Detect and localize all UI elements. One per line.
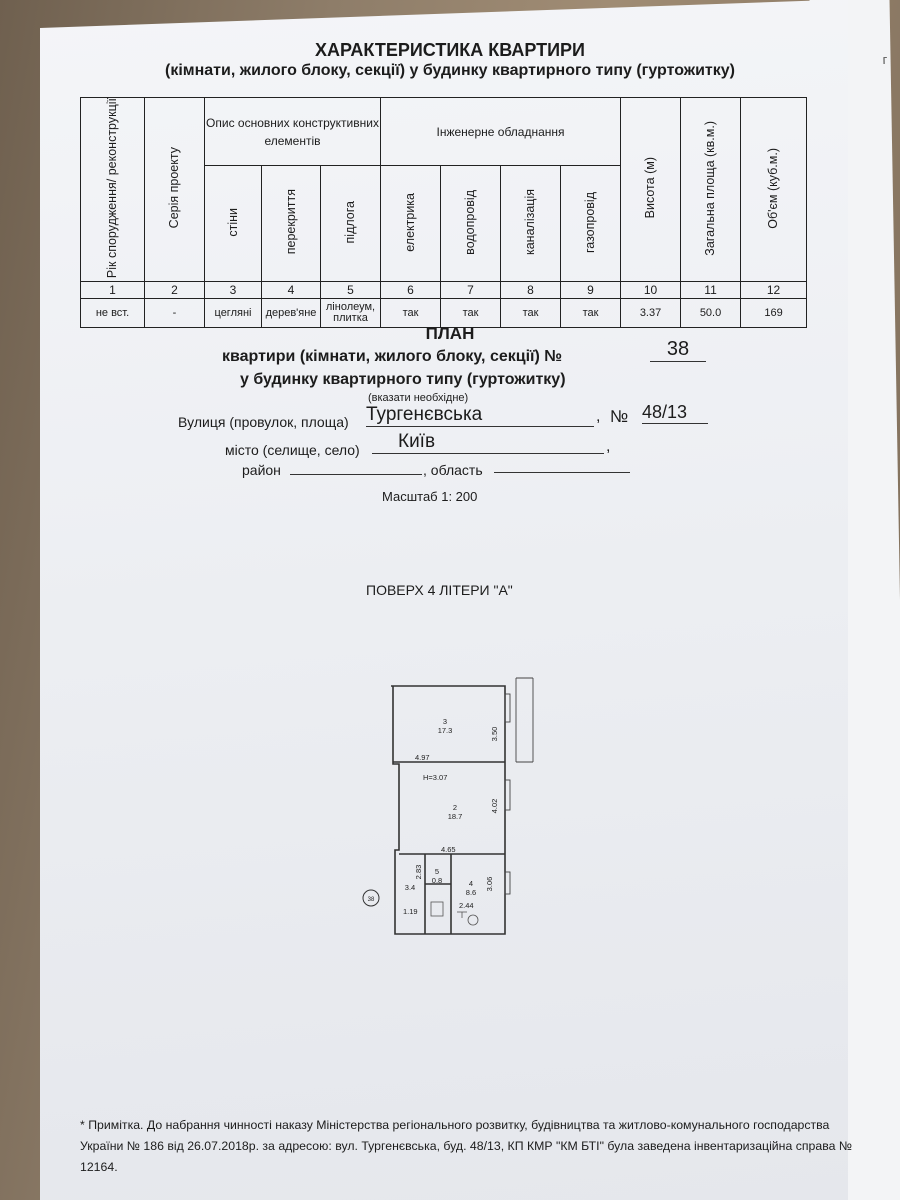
column-number: 4	[261, 281, 321, 300]
height-label: H=3.07	[423, 773, 447, 782]
region-line	[494, 472, 630, 473]
floor-title: ПОВЕРХ 4 ЛІТЕРИ "А"	[366, 582, 513, 598]
dim-465: 4.65	[441, 845, 456, 854]
group-construct-header: Опис основних конструктивних елементів	[203, 96, 382, 167]
col-walls-header: стіни	[204, 165, 262, 283]
district-label: район	[242, 462, 281, 478]
room5-no: 5	[435, 867, 439, 876]
scale-label: Масштаб 1: 200	[382, 489, 478, 504]
column-number: 10	[620, 281, 682, 300]
values-row: не вст. - цегляні дерев'яне лінолеум, пл…	[80, 298, 808, 329]
column-number: 1	[80, 281, 145, 300]
apartment-number: 38	[650, 338, 706, 362]
document-title: ХАРАКТЕРИСТИКА КВАРТИРИ	[314, 40, 585, 60]
comma-sep: ,	[596, 408, 601, 425]
col-year-header: Рік спорудження/ реконструкції	[80, 96, 145, 283]
group-engineering-header: Інженерне обладнання	[380, 96, 622, 167]
document-subtitle: (кімнати, жилого блоку, секції) у будинк…	[164, 62, 735, 79]
dim-244: 2.44	[459, 901, 474, 910]
floor-plan-fixtures	[430, 901, 479, 926]
plan-line1-text: квартири (кімнати, жилого блоку, секції)…	[222, 348, 563, 365]
value-year: не вст.	[80, 298, 145, 329]
col-sewer-header: каналізація	[500, 165, 562, 283]
dim-497: 4.97	[415, 753, 430, 762]
room4-area: 8.6	[466, 888, 476, 897]
room5-area: 0.8	[432, 876, 442, 885]
house-number: 48/13	[642, 402, 708, 424]
column-number: 12	[740, 281, 808, 300]
col-height-header: Висота (м)	[620, 96, 682, 283]
room1-area: 3.4	[405, 883, 415, 892]
plan-heading: ПЛАН	[425, 324, 475, 343]
apartment-marker: 38	[368, 897, 375, 903]
dim-306: 3.06	[485, 877, 494, 892]
col-electric-header: електрика	[380, 165, 442, 283]
street-label: Вулиця (провулок, площа)	[178, 414, 349, 430]
value-gas: так	[560, 298, 622, 329]
dim-119: 1.19	[403, 907, 418, 916]
plan-line1: квартири (кімнати, жилого блоку, секції)…	[222, 348, 562, 366]
room3-area: 17.3	[438, 726, 453, 735]
dim-402: 4.02	[490, 799, 499, 814]
column-number-row: 1 2 3 4 5 6 7 8 9 10 11 12	[80, 281, 808, 300]
city-value: Київ	[372, 431, 604, 454]
comma-sep: ,	[606, 438, 611, 455]
value-electric: так	[380, 298, 442, 329]
value-floor: лінолеум, плитка	[319, 298, 382, 329]
apartment-marker-circle	[362, 889, 380, 907]
col-floor-header: підлога	[319, 165, 382, 283]
col-ceiling-header: перекриття	[261, 165, 321, 283]
floor-plan-walls	[391, 685, 506, 935]
value-volume: 169	[740, 298, 808, 329]
value-water: так	[440, 298, 502, 329]
floor-plan: 38 3 17.3 3.50 4.97 H=3.07 2 18.7 4.02 4…	[362, 677, 534, 935]
value-height: 3.37	[620, 298, 682, 329]
col-gas-header: газопровід	[560, 165, 622, 283]
value-sewer: так	[500, 298, 562, 329]
city-label: місто (селище, село)	[225, 442, 360, 458]
characteristics-table: Рік спорудження/ реконструкції Серія про…	[80, 96, 808, 329]
room3-no: 3	[443, 717, 447, 726]
plan-hint: (вказати необхідне)	[368, 392, 469, 404]
col-water-header: водопровід	[440, 165, 502, 283]
room4-no: 4	[469, 879, 473, 888]
column-number: 9	[560, 281, 622, 300]
value-walls: цегляні	[204, 298, 262, 329]
footnote: * Примітка. До набрання чинності наказу …	[80, 1118, 853, 1174]
column-number: 6	[380, 281, 442, 300]
column-number: 11	[680, 281, 742, 300]
col-area-header: Загальна площа (кв.м.)	[680, 96, 742, 283]
col-volume-header: Об'єм (куб.м.)	[740, 96, 808, 283]
column-number: 8	[500, 281, 562, 300]
column-number: 2	[144, 281, 205, 300]
column-number: 5	[319, 281, 382, 300]
street-value: Тургенєвська	[366, 404, 594, 427]
dim-350: 3.50	[490, 727, 499, 742]
room2-no: 2	[453, 803, 457, 812]
column-number: 3	[204, 281, 262, 300]
dim-283: 2.83	[414, 865, 423, 880]
column-number: 7	[440, 281, 502, 300]
room2-area: 18.7	[448, 812, 463, 821]
value-ceiling: дерев'яне	[261, 298, 321, 329]
region-label: , область	[423, 462, 483, 478]
plan-line2: у будинку квартирного типу (гуртожитку)	[240, 371, 566, 388]
floor-plan-windows	[504, 677, 534, 895]
district-line	[290, 474, 422, 475]
col-series-header: Серія проекту	[144, 96, 205, 283]
number-label: №	[610, 407, 629, 426]
